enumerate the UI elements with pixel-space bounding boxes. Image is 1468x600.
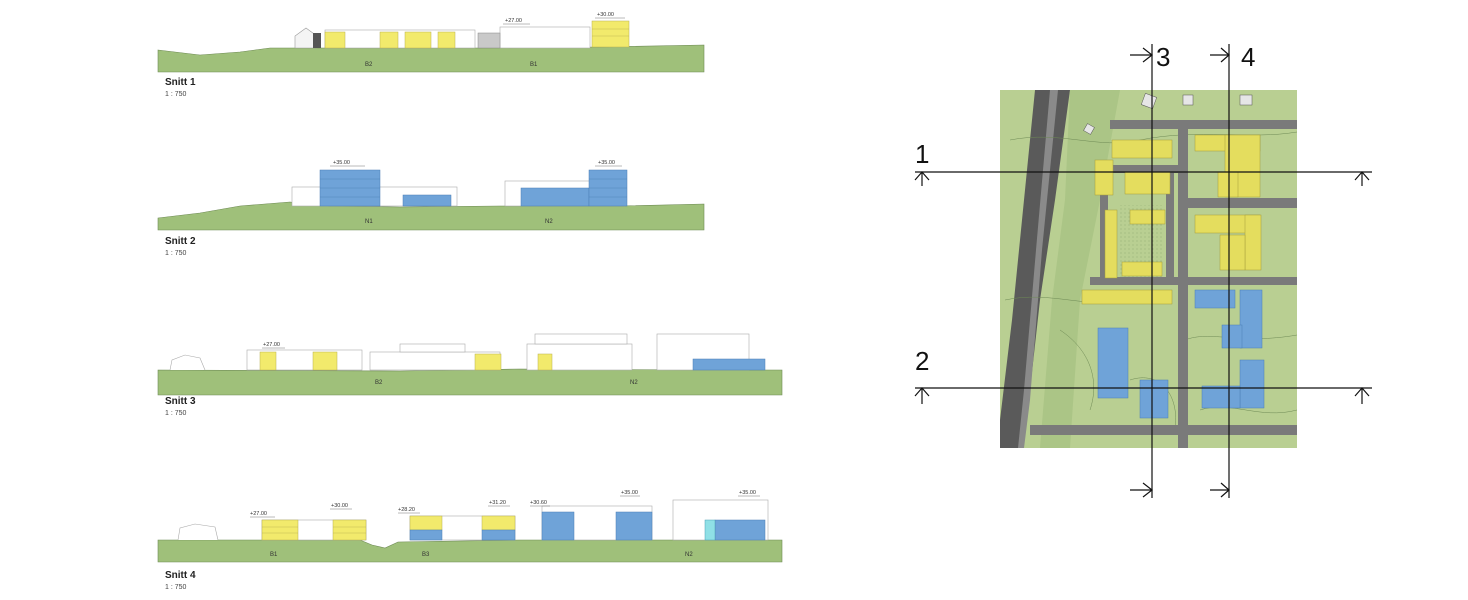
section-4-ground-label: B3 bbox=[422, 552, 430, 558]
site-plan-cut-line-2 bbox=[914, 387, 1372, 404]
section-3-ground-label: N2 bbox=[630, 380, 638, 386]
section-4-blue-buildings bbox=[409, 511, 766, 541]
site-plan-cut-line-3 bbox=[1130, 44, 1153, 498]
site-plan-cut-label-3: 3 bbox=[1156, 42, 1170, 72]
section-4-ground-label: B1 bbox=[270, 552, 278, 558]
section-3-caption: Snitt 3 1 : 750 bbox=[165, 396, 196, 418]
section-3-drawing: +27.00 B2 N2 bbox=[157, 333, 783, 396]
section-4-drawing: +27.00 +30.00 +28.20 +31.20 +30.60 +35.0… bbox=[157, 490, 783, 563]
section-1-scale: 1 : 750 bbox=[165, 91, 187, 98]
section-4-cyan-building bbox=[704, 519, 716, 541]
section-2-ground-label: N1 bbox=[365, 219, 373, 225]
section-3-tree-outline bbox=[169, 354, 206, 371]
section-3-scale: 1 : 750 bbox=[165, 410, 187, 417]
section-1-caption: Snitt 1 1 : 750 bbox=[165, 77, 196, 99]
site-plan-cut-line-1 bbox=[914, 171, 1372, 186]
section-4-yellow-buildings bbox=[261, 515, 516, 541]
site-plan-blue-buildings bbox=[1097, 289, 1265, 419]
site-plan-cut-label-4: 4 bbox=[1241, 42, 1255, 72]
site-plan-cut-label-2: 2 bbox=[915, 346, 929, 376]
section-3-outline bbox=[399, 343, 466, 353]
section-1-house-dark bbox=[313, 33, 321, 48]
section-4-height-label: +30.00 bbox=[331, 503, 348, 509]
section-1-height-label: +27.00 bbox=[505, 18, 522, 24]
section-4-height-label: +31.20 bbox=[489, 500, 506, 506]
section-2-drawing: +35.00 +35.00 N1 N2 bbox=[157, 160, 705, 231]
site-plan-existing-houses bbox=[1083, 92, 1253, 135]
section-1-gray-building bbox=[477, 32, 501, 49]
section-2-caption: Snitt 2 1 : 750 bbox=[165, 236, 196, 258]
section-1-height-label: +30.00 bbox=[597, 12, 614, 18]
section-2-scale: 1 : 750 bbox=[165, 250, 187, 257]
section-1-title: Snitt 1 bbox=[165, 77, 196, 88]
site-plan-roads bbox=[1030, 120, 1297, 448]
section-1-ground bbox=[157, 44, 705, 73]
section-4-ground bbox=[157, 539, 783, 563]
section-4-scale: 1 : 750 bbox=[165, 584, 187, 591]
section-4-height-label: +35.00 bbox=[739, 490, 756, 496]
section-3-yellow-buildings bbox=[259, 351, 553, 371]
section-3-ground bbox=[157, 368, 783, 396]
section-2-height-label: +35.00 bbox=[333, 160, 350, 166]
site-plan-cut-line-4 bbox=[1210, 44, 1230, 498]
section-1-outline bbox=[499, 26, 591, 49]
section-1-ground-label: B1 bbox=[530, 62, 538, 68]
site-plan-cut-label-1: 1 bbox=[915, 139, 929, 169]
section-4-title: Snitt 4 bbox=[165, 570, 196, 581]
section-4-tree-outline bbox=[177, 523, 219, 541]
site-plan-yellow-buildings bbox=[1081, 134, 1262, 305]
section-2-ground bbox=[157, 201, 705, 231]
section-3-title: Snitt 3 bbox=[165, 396, 196, 407]
section-1-ground-label: B2 bbox=[365, 62, 373, 68]
section-3-height-label: +27.00 bbox=[263, 342, 280, 348]
section-3-ground-label: B2 bbox=[375, 380, 383, 386]
section-1-drawing: +27.00 +30.00 B2 B1 bbox=[157, 12, 705, 73]
section-4-height-label: +30.60 bbox=[530, 500, 547, 506]
section-2-height-label: +35.00 bbox=[598, 160, 615, 166]
site-plan: 1 2 3 4 bbox=[914, 42, 1372, 498]
section-3-blue-building bbox=[692, 358, 766, 371]
section-4-height-label: +28.20 bbox=[398, 507, 415, 513]
section-4-height-label: +27.00 bbox=[250, 511, 267, 517]
section-2-title: Snitt 2 bbox=[165, 236, 196, 247]
section-4-height-label: +35.00 bbox=[621, 490, 638, 496]
section-1-yellow-buildings bbox=[324, 20, 630, 49]
section-4-caption: Snitt 4 1 : 750 bbox=[165, 570, 196, 592]
section-2-ground-label: N2 bbox=[545, 219, 553, 225]
section-3-outline bbox=[534, 333, 628, 345]
section-4-ground-label: N2 bbox=[685, 552, 693, 558]
